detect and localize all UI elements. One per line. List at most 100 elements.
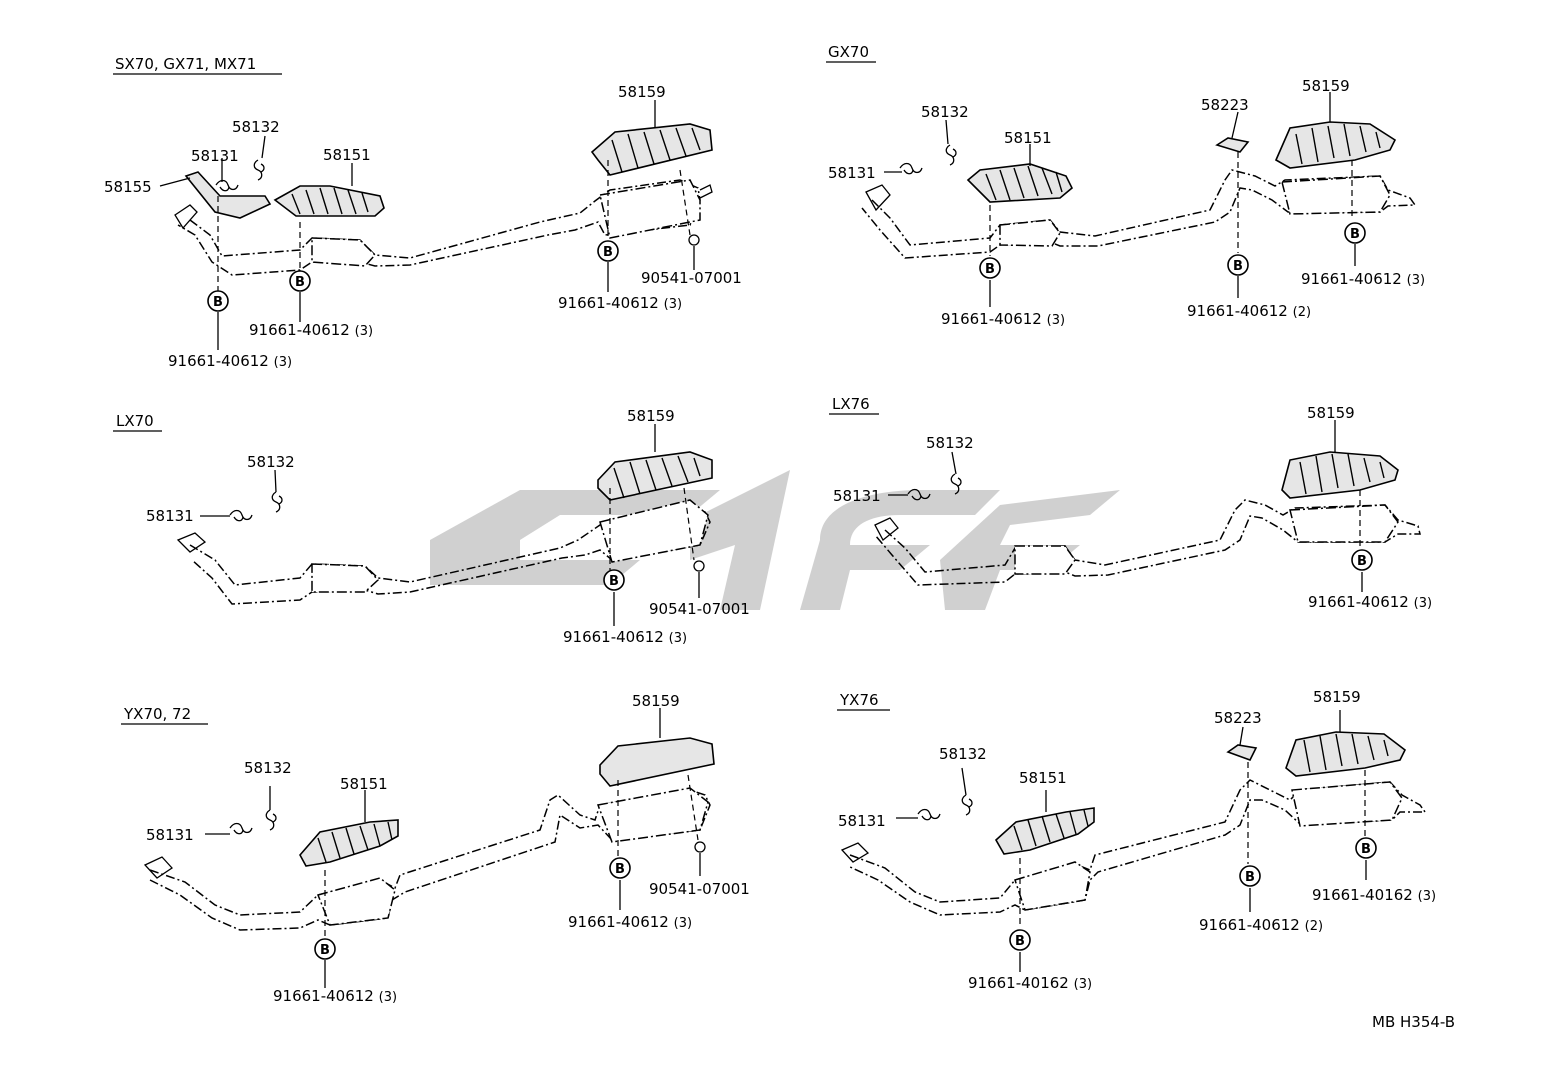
- part-label-shield-rear: 58159: [1307, 404, 1355, 422]
- bolt-b-badge: [314, 938, 336, 960]
- muffler: [599, 179, 701, 239]
- bolt-label: 91661-40612 (3): [558, 294, 682, 312]
- clip-58131-icon: [899, 162, 923, 175]
- bolt-b-badge: [597, 240, 619, 262]
- part-label-clip-b: 58132: [232, 118, 280, 136]
- panel-yx76: YX76 58131 58132 58151 58223 58159 91661…: [837, 688, 1436, 992]
- bolt-label: 91661-40612 (3): [1301, 270, 1425, 288]
- heat-shield-58159: [1274, 121, 1397, 169]
- heat-shield-58151: [299, 819, 399, 867]
- part-label-clip-a: 58131: [146, 507, 194, 525]
- muffler: [1289, 504, 1399, 543]
- plate-58223: [1215, 137, 1250, 153]
- catalytic-converter: [1014, 545, 1076, 575]
- panel-yx70: YX70, 72 58131 58132 58151 58159 90541-0…: [121, 692, 750, 1005]
- bolt-b-badge: [1355, 837, 1377, 859]
- panel-title: GX70: [828, 43, 869, 61]
- part-label-shield-rear: 58159: [1313, 688, 1361, 706]
- bolt-label: 91661-40612 (3): [249, 321, 373, 339]
- exhaust-pipe: [861, 169, 1417, 259]
- panel-title: SX70, GX71, MX71: [115, 55, 256, 73]
- heat-shield-58159: [590, 123, 713, 176]
- clip-58132-icon: [253, 159, 265, 181]
- heat-shield-58151: [994, 807, 1095, 855]
- part-label-clip-b: 58132: [244, 759, 292, 777]
- part-label-shield-front: 58151: [1004, 129, 1052, 147]
- panel-gx70: GX70 58131 58132 58151 58223 58159 91661…: [826, 43, 1425, 328]
- diagram-code: MB H354-B: [1372, 1013, 1455, 1031]
- bolt-b-badge: [1344, 222, 1366, 244]
- bolt-label: 91661-40612 (3): [941, 310, 1065, 328]
- part-label-nut: 90541-07001: [649, 880, 750, 898]
- part-label-clip-b: 58132: [247, 453, 295, 471]
- bolt-b-badge: [1009, 929, 1031, 951]
- muffler: [1281, 175, 1391, 215]
- bracket-58155: [184, 171, 272, 219]
- bolt-label: 91661-40612 (3): [563, 628, 687, 646]
- bolt-b-badge: [609, 857, 631, 879]
- part-label-shield-rear: 58159: [618, 83, 666, 101]
- bolt-b-badge: [979, 257, 1001, 279]
- heat-shield-58159: [1285, 731, 1407, 777]
- heat-shield-58159: [599, 737, 715, 787]
- part-label-clip-a: 58131: [838, 812, 886, 830]
- muffler: [596, 787, 709, 843]
- nut-icon: [694, 841, 706, 853]
- clip-58132-icon: [265, 809, 277, 831]
- heat-shield-58151: [273, 185, 385, 217]
- part-label-nut: 90541-07001: [649, 600, 750, 618]
- part-label-clip-a: 58131: [833, 487, 881, 505]
- panel-lx70: LX70 58131 58132 58159 90541-07001 91661…: [113, 407, 750, 646]
- bolt-label: 91661-40162 (3): [1312, 886, 1436, 904]
- catalytic-converter: [311, 563, 380, 593]
- part-label-clip-a: 58131: [191, 147, 239, 165]
- clip-58131-icon: [215, 179, 239, 192]
- bolt-label: 91661-40612 (3): [568, 913, 692, 931]
- bolt-label: 91661-40612 (3): [168, 352, 292, 370]
- part-label-shield-rear: 58159: [627, 407, 675, 425]
- part-label-shield-rear: 58159: [1302, 77, 1350, 95]
- part-label-plate: 58223: [1201, 96, 1249, 114]
- part-label-clip-b: 58132: [939, 745, 987, 763]
- bolt-b-badge: [289, 270, 311, 292]
- catalytic-converter: [316, 877, 396, 926]
- panel-lx76: LX76 58131 58132 58159 91661-40612 (3): [829, 395, 1432, 611]
- bolt-label: 91661-40612 (2): [1199, 916, 1323, 934]
- part-label-shield-front: 58151: [340, 775, 388, 793]
- part-label-shield-rear: 58159: [632, 692, 680, 710]
- watermark-logo: [430, 470, 1120, 610]
- part-label-clip-b: 58132: [921, 103, 969, 121]
- bolt-b-badge: [1239, 865, 1261, 887]
- clip-58131-icon: [917, 808, 941, 821]
- panel-sx70: SX70, GX71, MX71 58155 58131: [104, 55, 742, 370]
- panel-title: YX76: [839, 691, 879, 709]
- part-label-clip-a: 58131: [828, 164, 876, 182]
- bolt-label: 91661-40612 (2): [1187, 302, 1311, 320]
- bolt-label: 91661-40612 (3): [273, 987, 397, 1005]
- part-label-plate: 58223: [1214, 709, 1262, 727]
- nut-icon: [693, 560, 705, 572]
- bolt-b-badge: [1351, 549, 1373, 571]
- part-label-bracket: 58155: [104, 178, 152, 196]
- bolt-b-badge: [603, 569, 625, 591]
- bolt-label: 91661-40162 (3): [968, 974, 1092, 992]
- bolt-b-badge: [207, 290, 229, 312]
- part-label-shield-front: 58151: [323, 146, 371, 164]
- bolt-label: 91661-40612 (3): [1308, 593, 1432, 611]
- bolt-b-badge: [1227, 254, 1249, 276]
- heat-shield-58151: [966, 163, 1073, 203]
- exhaust-pipe: [149, 789, 711, 931]
- panel-title: YX70, 72: [123, 705, 191, 723]
- clip-58131-icon: [229, 822, 253, 835]
- part-label-nut: 90541-07001: [641, 269, 742, 287]
- part-label-clip-a: 58131: [146, 826, 194, 844]
- catalytic-converter: [1014, 861, 1091, 911]
- catalytic-converter: [999, 219, 1061, 247]
- heat-shield-58159: [1281, 451, 1399, 499]
- clip-58132-icon: [961, 794, 973, 816]
- panel-title: LX76: [832, 395, 870, 413]
- plate-58223: [1226, 744, 1258, 761]
- clip-58131-icon: [229, 509, 253, 522]
- clip-58132-icon: [945, 144, 957, 166]
